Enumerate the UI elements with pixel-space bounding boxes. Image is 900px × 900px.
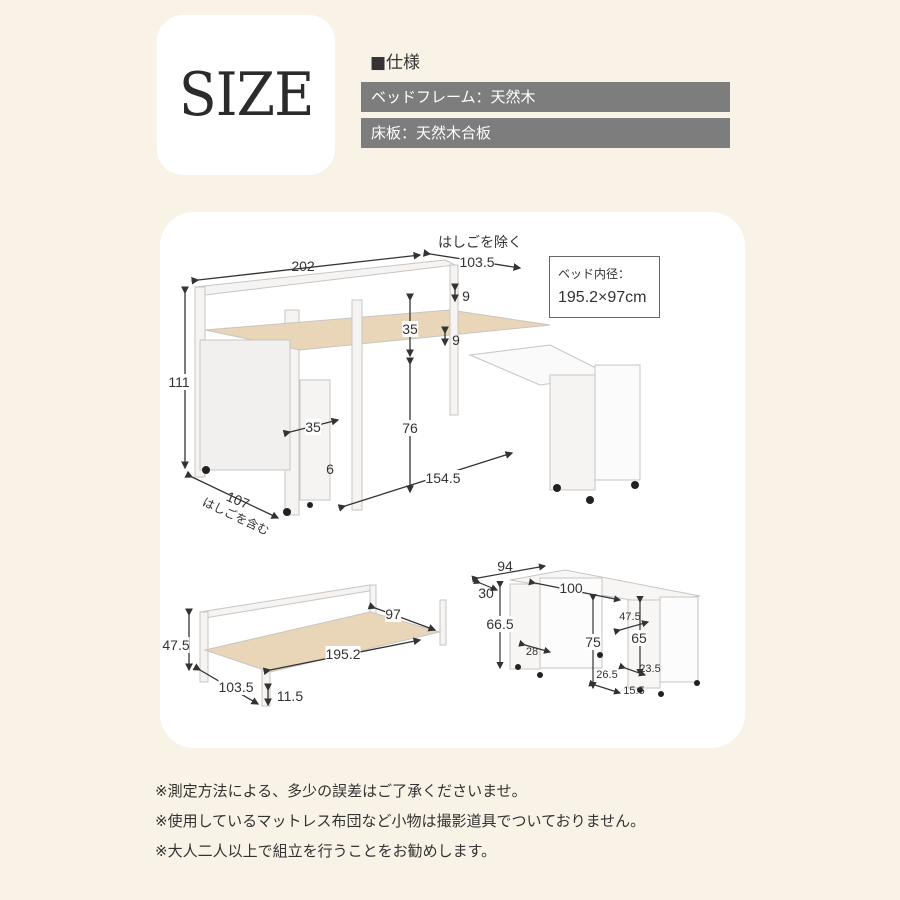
dim-desk-span: 154.5 bbox=[425, 470, 461, 486]
dim-total-height: 111 bbox=[168, 374, 190, 390]
dim-ladder-step: 6 bbox=[326, 461, 334, 477]
dim-loft-length: 202 bbox=[291, 258, 315, 274]
dim-guard-height: 35 bbox=[402, 321, 418, 337]
dim-low-length: 195.2 bbox=[325, 646, 361, 662]
dim-base-width: 15.5 bbox=[623, 685, 645, 697]
spec-heading: ■仕様 bbox=[370, 53, 421, 73]
dim-guard-upper: 9 bbox=[462, 288, 470, 304]
spec-frame: ベッドフレーム：天然木 bbox=[361, 82, 730, 112]
dim-desk-width: 94 bbox=[497, 558, 513, 574]
dim-low-clearance: 11.5 bbox=[276, 688, 304, 704]
size-title: SIZE bbox=[178, 60, 315, 130]
note-accessories: ※使用しているマットレス布団など小物は撮影道具でついておりません。 bbox=[155, 812, 646, 830]
dim-arrow-desk-depth bbox=[473, 577, 499, 592]
dim-side-height: 65 bbox=[631, 630, 647, 646]
size-title-box: SIZE bbox=[157, 15, 335, 175]
dim-low-width-inner: 97 bbox=[385, 606, 401, 622]
dim-arrow-depth bbox=[184, 470, 280, 519]
dim-under-height: 76 bbox=[402, 420, 418, 436]
dim-arrow-length bbox=[191, 251, 422, 285]
dim-desk-depth: 30 bbox=[478, 585, 494, 601]
dim-desk-length: 100 bbox=[559, 580, 583, 596]
dim-arrow-desk-width bbox=[471, 563, 547, 583]
inner-size-box: ベッド内径： 195.2×97cm bbox=[549, 256, 660, 318]
dim-shelf-height: 66.5 bbox=[486, 616, 514, 632]
dim-desk-height: 75 bbox=[585, 634, 601, 650]
dim-ladder-width: 35 bbox=[305, 419, 321, 435]
inner-size-label: ベッド内径： bbox=[558, 267, 631, 281]
dim-low-height: 47.5 bbox=[162, 637, 190, 653]
dim-side-depth: 23.5 bbox=[639, 663, 661, 675]
dim-guard-lower: 9 bbox=[452, 332, 460, 348]
dim-loft-width-note: はしごを除く bbox=[438, 234, 522, 250]
dim-base-height: 26.5 bbox=[596, 669, 618, 681]
note-assembly: ※大人二人以上で組立を行うことをお勧めします。 bbox=[155, 842, 497, 860]
dim-arrow-base-width bbox=[588, 679, 622, 695]
caster-wheels bbox=[202, 466, 639, 516]
dim-low-width: 103.5 bbox=[218, 679, 254, 695]
dim-side-width: 47.5 bbox=[619, 611, 641, 623]
note-measurement: ※測定方法による、多少の誤差はご了承くださいませ。 bbox=[155, 782, 527, 800]
dim-arrow-side-depth bbox=[618, 662, 647, 677]
dim-shelf-depth: 28 bbox=[525, 646, 539, 658]
dim-arrow-low-width-inner bbox=[367, 602, 437, 632]
dim-arrow-shelf-depth bbox=[518, 639, 552, 654]
spec-floorboard: 床板：天然木合板 bbox=[361, 118, 730, 148]
inner-size-value: 195.2×97cm bbox=[558, 289, 647, 306]
dim-loft-width: 103.5 bbox=[459, 254, 495, 270]
